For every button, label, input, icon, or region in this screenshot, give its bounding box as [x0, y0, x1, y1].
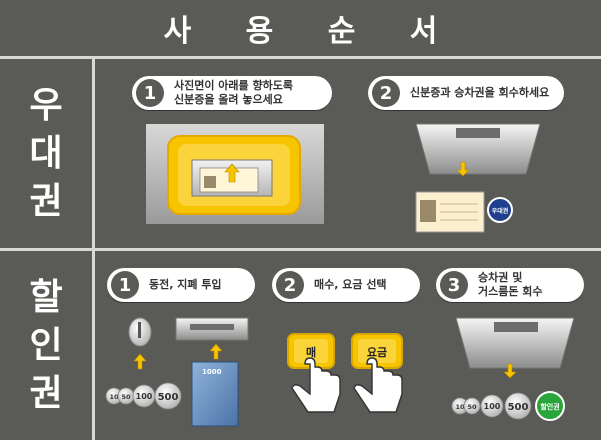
fingerprint-icon [204, 176, 216, 188]
step-text-line: 신분증을 올려 놓으세요 [174, 93, 283, 106]
step-text-line: 거스름돈 회수 [478, 285, 543, 298]
slot-opening [456, 128, 500, 138]
coin-500-icon [154, 382, 182, 410]
pointing-hand-icon [353, 357, 403, 413]
coin-50-icon [463, 397, 481, 415]
step-text: 승차권 및 거스름돈 회수 [478, 271, 543, 299]
change-slot [455, 317, 575, 369]
change-slot-opening [494, 322, 538, 332]
coin-50-label: 50 [467, 403, 477, 411]
arrow-down-icon [503, 363, 517, 379]
step-pill-discount-2: 2 신분증과 승차권을 회수하세요 [368, 76, 564, 110]
side-char: 대 [29, 132, 63, 174]
ticket-slot [415, 123, 541, 175]
arrow-up-icon [209, 343, 223, 360]
side-char: 권 [29, 372, 63, 414]
step-number: 2 [276, 271, 304, 299]
fingerprint-icon [420, 200, 436, 222]
pointing-hand-icon [291, 357, 341, 413]
ticket-badge-label: 우대권 [492, 207, 509, 215]
step-number: 2 [372, 79, 400, 107]
coin-500-label: 500 [158, 392, 179, 403]
ticket-badge [487, 197, 513, 223]
banknote-slot-opening [190, 324, 234, 330]
coin-10-label: 10 [455, 403, 465, 411]
fare-buttons-illustration: 매 요금 [287, 333, 403, 413]
coin-10-label: 10 [109, 393, 119, 401]
side-char: 인 [29, 324, 63, 366]
count-button-label: 매 [306, 345, 316, 359]
step-pill-coupon-1: 1 동전, 지폐 투입 [107, 268, 255, 302]
step-pill-discount-1: 1 사진면이 아래를 향하도록 신분증을 올려 놓으세요 [132, 76, 332, 110]
discount-badge [535, 391, 565, 421]
side-label-coupon: 할 인 권 [0, 251, 92, 440]
arrow-up-icon [133, 353, 147, 370]
step-text-line: 승차권 및 [478, 271, 523, 284]
fare-button-face [358, 339, 396, 363]
divider-vertical [92, 58, 95, 440]
divider-top [0, 56, 601, 59]
coin-100-icon [480, 394, 504, 418]
id-card-reader-illustration [146, 124, 324, 224]
step-text: 사진면이 아래를 향하도록 신분증을 올려 놓으세요 [174, 79, 293, 107]
discount-badge-label: 할인권 [540, 402, 559, 411]
step-number: 3 [440, 271, 468, 299]
step-number: 1 [111, 271, 139, 299]
fare-button-label: 요금 [367, 346, 387, 359]
step-pill-coupon-2: 2 매수, 요금 선택 [272, 268, 420, 302]
page-title: 사 용 순 서 [163, 14, 460, 49]
count-button-face [294, 339, 328, 363]
coin-500-label: 500 [508, 402, 529, 413]
divider-middle [0, 248, 601, 251]
step-text-line: 매수, 요금 선택 [314, 278, 387, 291]
coin-100-label: 100 [136, 392, 153, 401]
step-text: 매수, 요금 선택 [314, 278, 387, 292]
change-slot-illustration: 10 50 100 500 할인권 [451, 317, 575, 421]
step-text-line: 신분증과 승차권을 회수하세요 [410, 86, 550, 99]
step-pill-coupon-3: 3 승차권 및 거스름돈 회수 [436, 268, 584, 302]
side-label-discount: 우 대 권 [0, 59, 92, 248]
coin-500-icon [504, 392, 532, 420]
arrow-up-icon [224, 163, 240, 183]
ticket-slot-illustration: 우대권 [415, 123, 541, 233]
step-text: 신분증과 승차권을 회수하세요 [410, 86, 549, 100]
arrow-down-icon [456, 161, 470, 177]
coin-banknote-illustration: 1000 10 50 100 500 [105, 317, 249, 427]
coin-50-label: 50 [121, 393, 131, 401]
header: 사 용 순 서 [0, 0, 601, 56]
banknote-label: 1000 [202, 368, 222, 376]
side-char: 권 [29, 180, 63, 222]
side-char: 우 [29, 84, 63, 126]
coin-100-label: 100 [484, 402, 501, 411]
step-text: 동전, 지폐 투입 [149, 278, 222, 292]
side-char: 할 [29, 276, 63, 318]
coin-slot-icon [138, 322, 141, 338]
step-text-line: 사진면이 아래를 향하도록 [174, 79, 293, 92]
step-number: 1 [136, 79, 164, 107]
banknote-icon [191, 361, 239, 427]
step-text-line: 동전, 지폐 투입 [149, 278, 222, 291]
